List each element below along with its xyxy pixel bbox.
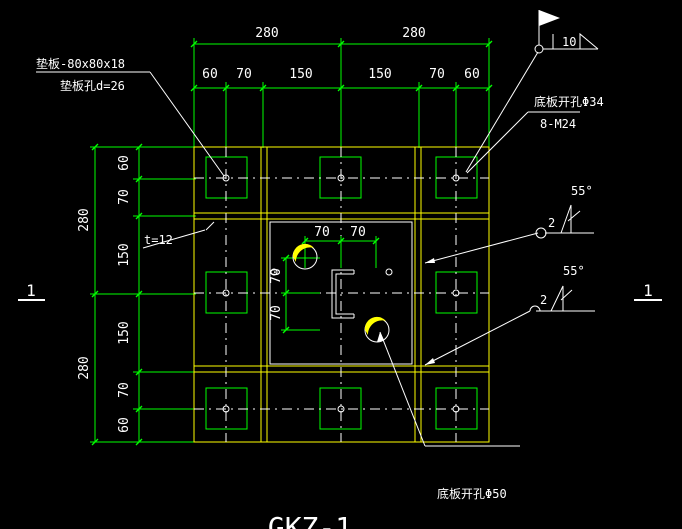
dim-top-part-2: 70: [236, 67, 252, 82]
weld1-angle: 55°: [571, 184, 593, 198]
section-marks: 1 1: [18, 281, 662, 301]
dim-left-part-6: 60: [117, 417, 132, 433]
section-label-right: 1: [643, 281, 653, 300]
dim-top-part-5: 70: [429, 67, 445, 82]
leader-lines: [36, 51, 595, 447]
bolts-label: 8-M24: [540, 117, 576, 131]
inner-dimension-texts: 70 70 70 70: [269, 225, 366, 321]
dim-left-part-2: 70: [117, 189, 132, 205]
thickness-label: t=12: [144, 233, 173, 247]
dim-left-part-4: 150: [117, 321, 132, 344]
dim-inner-v2: 70: [269, 305, 284, 321]
arrow-heads: [377, 258, 435, 365]
pad-hole-label: 垫板孔d=26: [60, 78, 125, 93]
channel-section: [331, 269, 355, 319]
dim-left-part-1: 60: [117, 155, 132, 171]
center-lines: [194, 147, 489, 442]
pad-plate-label: 垫板-80x80x18: [36, 56, 125, 71]
left-dimension-lines: [90, 143, 196, 446]
weld2-size: 2: [540, 293, 547, 307]
base-hole-50-label: 底板开孔Φ50: [437, 486, 507, 501]
dim-top-total-right: 280: [402, 26, 425, 41]
dim-top-part-3: 150: [289, 67, 312, 82]
weld1-size: 2: [548, 216, 555, 230]
weld-flag-size: 10: [562, 35, 576, 49]
weld2-angle: 55°: [563, 264, 585, 278]
dim-left-part-5: 70: [117, 382, 132, 398]
dim-top-part-6: 60: [464, 67, 480, 82]
inner-dimensions: [281, 236, 380, 334]
dim-left-total-bottom: 280: [77, 356, 92, 379]
top-dimension-texts: 280 280 60 70 150 150 70 60: [202, 26, 480, 82]
dim-inner-v1: 70: [269, 268, 284, 284]
drawing-title: GKZ-1: [268, 511, 352, 529]
annotation-texts: 垫板-80x80x18 垫板孔d=26 底板开孔Φ34 8-M24 t=12 底…: [36, 35, 604, 501]
dim-top-part-1: 60: [202, 67, 218, 82]
dim-inner-h1: 70: [314, 225, 330, 240]
dim-top-part-4: 150: [368, 67, 391, 82]
dim-left-part-3: 150: [117, 243, 132, 266]
top-dimension-lines: [190, 38, 493, 148]
dim-inner-h2: 70: [350, 225, 366, 240]
dim-top-total-left: 280: [255, 26, 278, 41]
section-label-left: 1: [26, 281, 36, 300]
left-dimension-texts: 280 280 60 70 150 150 70 60: [77, 155, 132, 433]
base-hole-34-label: 底板开孔Φ34: [534, 94, 604, 109]
weld-flag-icon: [539, 10, 560, 26]
dim-left-total-top: 280: [77, 208, 92, 231]
